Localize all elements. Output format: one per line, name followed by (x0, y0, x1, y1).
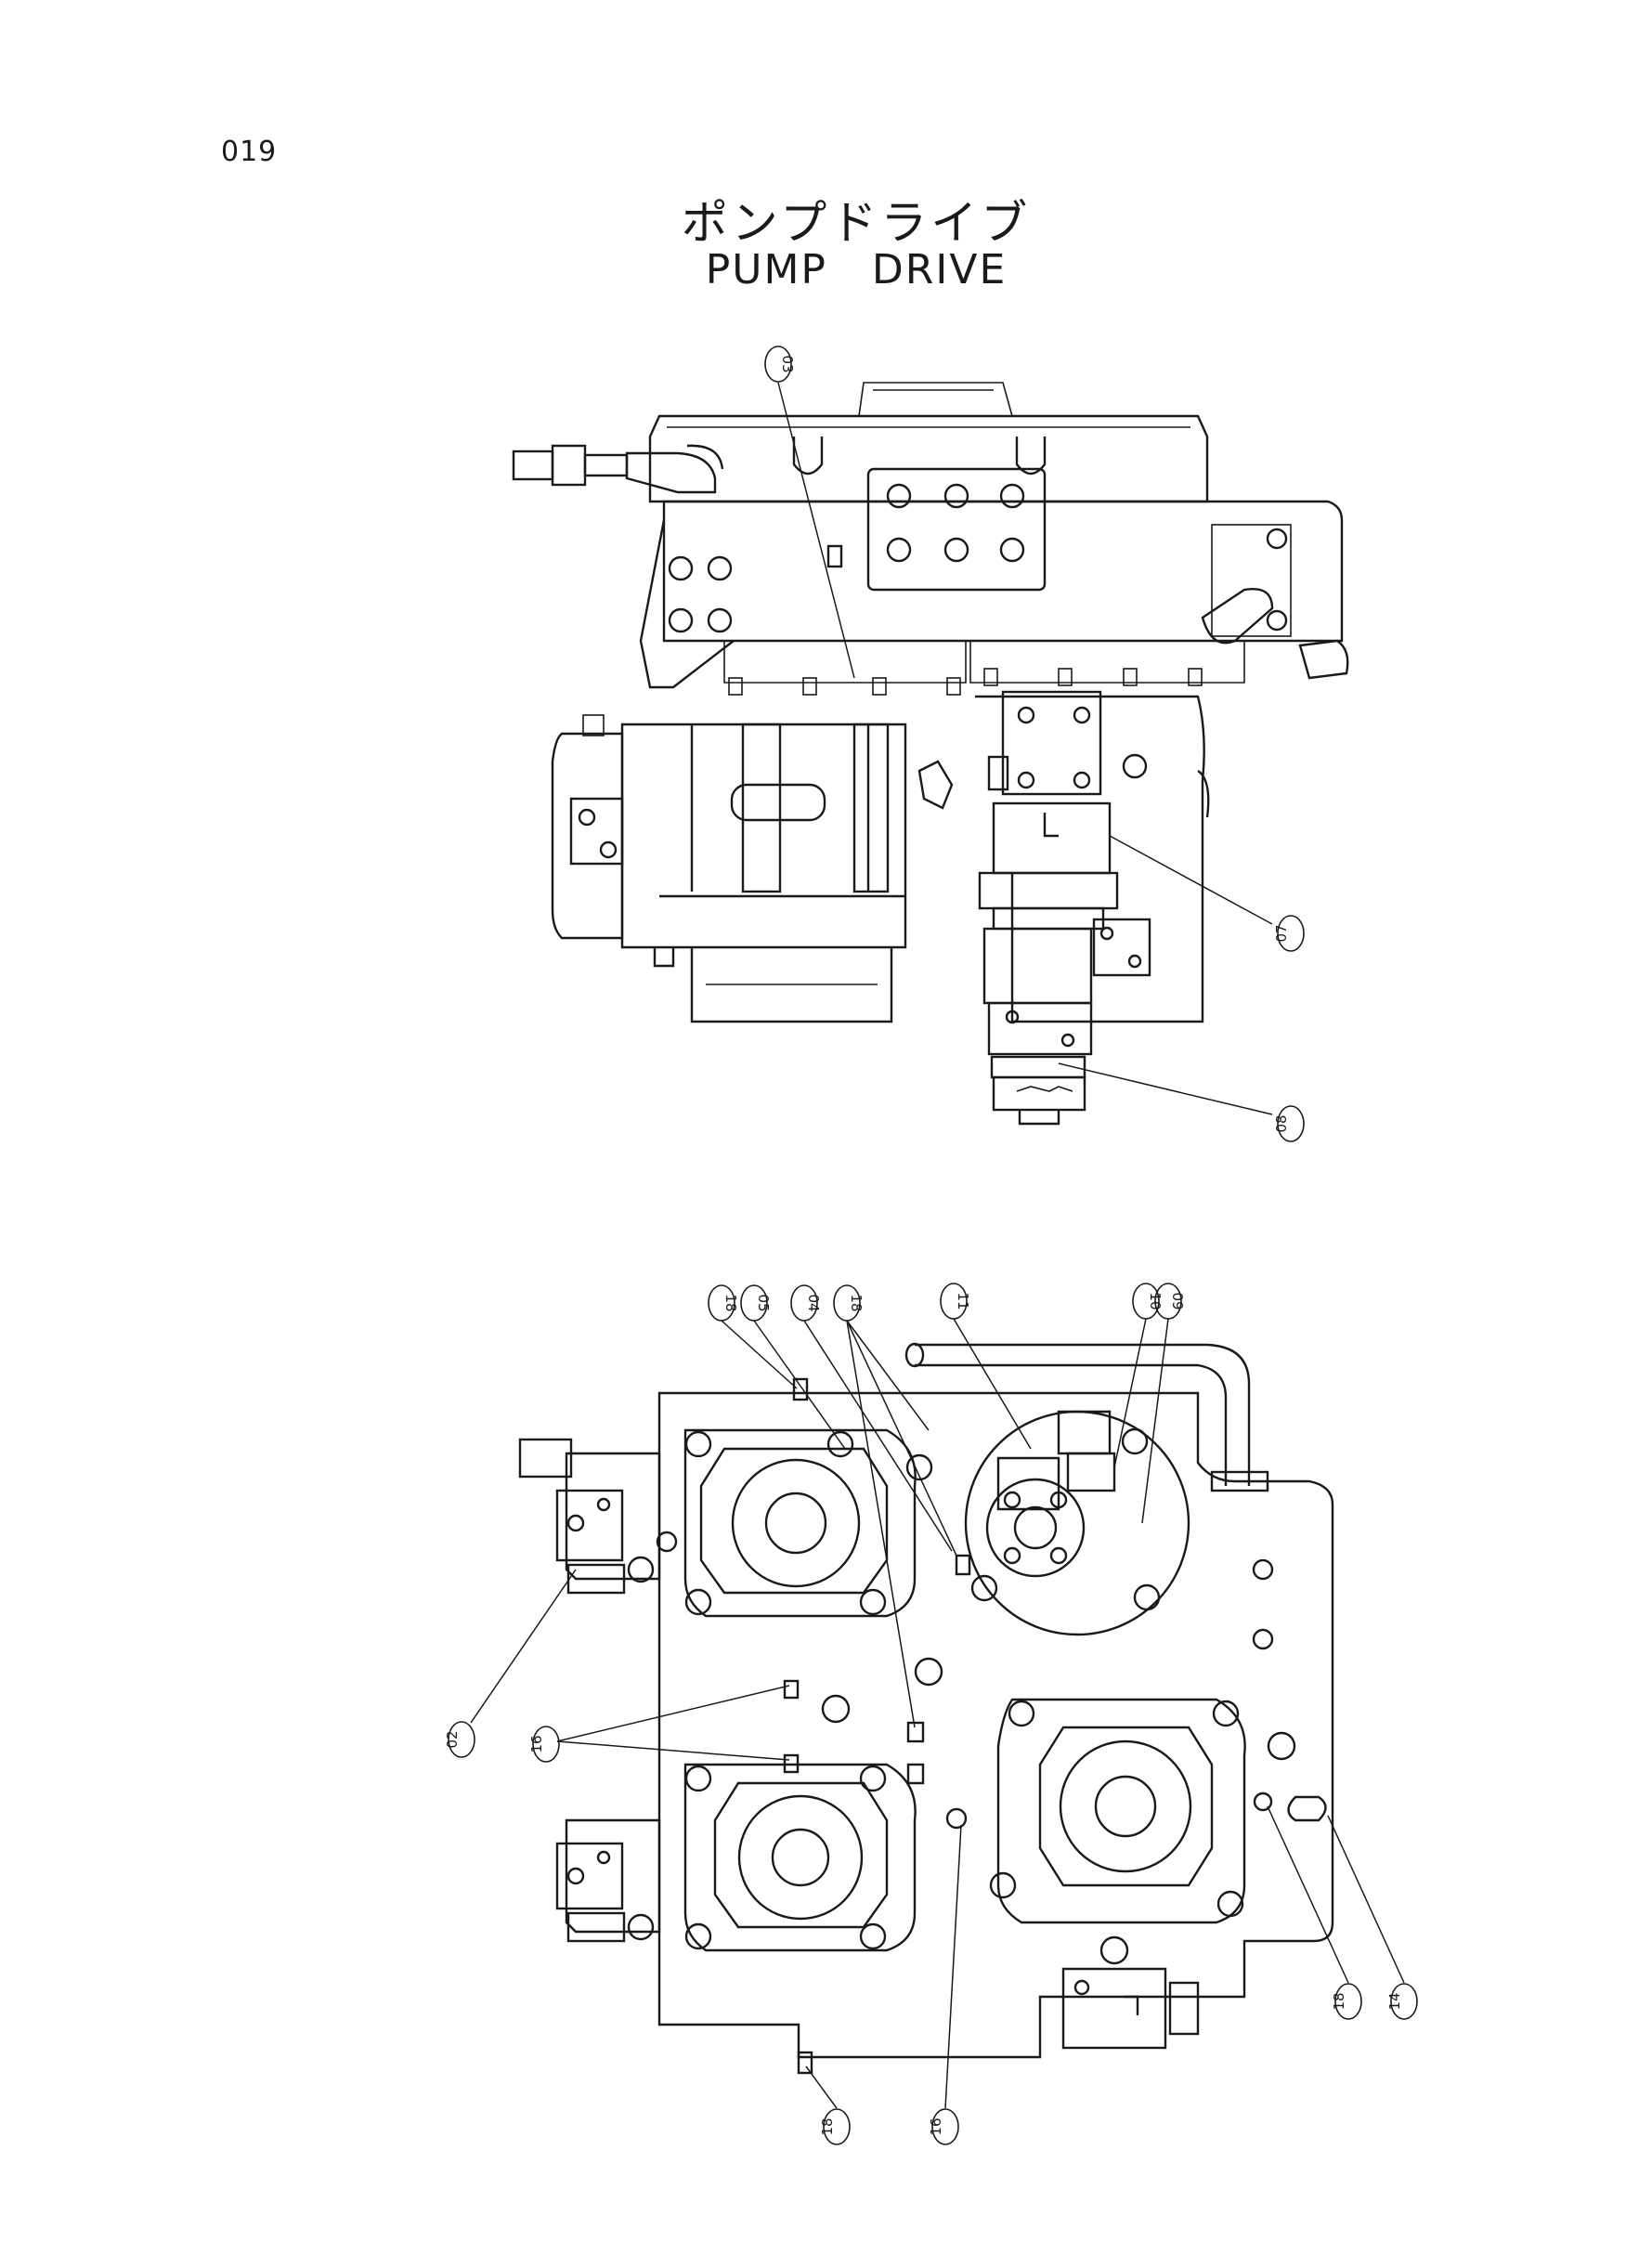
callout-18-a: 18 (708, 1284, 739, 1322)
callout-09: 09 (1154, 1283, 1186, 1320)
callout-18-c: 18 (1331, 1983, 1362, 2020)
callout-label: 09 (1169, 1292, 1186, 1309)
callout-label: 03 (779, 355, 796, 372)
center-fittings (783, 1377, 971, 2075)
gear-case-plate (657, 1391, 1334, 2059)
callout-05: 05 (740, 1284, 772, 1322)
side-view-leaders (777, 382, 1273, 1115)
callout-label: 18 (819, 2117, 836, 2135)
callout-08: 08 (1273, 1105, 1305, 1142)
hose-fitting-left (512, 444, 724, 494)
front-view-leaders (470, 1318, 1405, 2109)
callout-label: 16 (928, 2117, 944, 2135)
side-view (512, 382, 1349, 1126)
title-english: PUMP DRIVE (705, 246, 1008, 293)
main-pump-right (917, 690, 1210, 1126)
callout-label: 18 (1331, 1992, 1347, 2010)
pump-lower-right (989, 1698, 1273, 2050)
callout-label: 11 (955, 1292, 971, 1309)
callout-label: 07 (1273, 924, 1290, 942)
callout-18-b: 18 (833, 1284, 865, 1322)
callout-07: 07 (1273, 915, 1305, 952)
suction-pipe (904, 1342, 1269, 1492)
callout-label: 02 (444, 1730, 461, 1748)
flywheel-housing (648, 382, 1209, 503)
callout-03: 03 (764, 345, 796, 383)
callout-14: 14 (1386, 1983, 1418, 2020)
page-number: 019 (221, 136, 278, 168)
callout-label: 18 (848, 1294, 865, 1311)
callout-11: 11 (940, 1283, 971, 1320)
title-japanese: ポンプドライブ (681, 196, 1032, 250)
pump-upper-right (964, 1410, 1190, 1636)
callout-16-a: 16 (528, 1726, 560, 1763)
callout-label: 05 (755, 1294, 772, 1311)
front-view (470, 1318, 1405, 2109)
callout-label: 04 (805, 1294, 822, 1311)
callouts: 03 07 08 18 05 04 18 11 (444, 345, 1418, 2145)
gear-case (639, 467, 1349, 689)
flange-bolts (723, 641, 1245, 696)
callout-04: 04 (790, 1284, 822, 1322)
callout-label: 08 (1273, 1114, 1290, 1132)
callout-label: 18 (722, 1294, 739, 1311)
main-pump-left (551, 714, 907, 1023)
callout-label: 16 (528, 1735, 545, 1752)
callout-16-b: 16 (928, 2108, 959, 2145)
callout-02: 02 (444, 1721, 475, 1758)
pump-lower-left (555, 1763, 917, 1952)
callout-18-d: 18 (819, 2108, 851, 2145)
callout-label: 14 (1386, 1992, 1403, 2010)
